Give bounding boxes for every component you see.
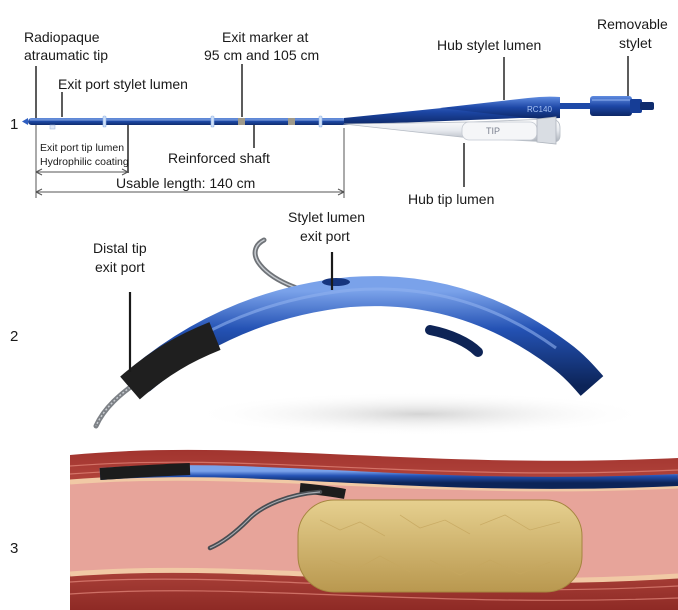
label-exit-port-stylet-lumen: Exit port stylet lumen [58,76,188,92]
panel-number-1: 1 [10,116,18,133]
white-hub-marking: TIP [486,126,500,136]
atraumatic-tip [22,118,28,125]
label-usable-length: Usable length: 140 cm [116,175,255,191]
exit-marker-105cm [288,118,295,125]
label-hub-tip-lumen: Hub tip lumen [408,191,494,207]
stylet-exit-port [322,278,350,286]
label-reinforced-shaft: Reinforced shaft [168,150,270,166]
label-distal-tip-exit-port-2: exit port [95,259,145,275]
removable-stylet [590,96,632,116]
label-exit-marker-1: Exit marker at [222,29,308,45]
label-distal-tip-exit-port-1: Distal tip [93,240,147,256]
exit-marker-95cm [238,118,245,125]
label-radiopaque-tip-2: atraumatic tip [24,47,108,63]
label-removable-stylet-2: stylet [619,35,652,51]
panel-1: 1 RC140 TIP [10,16,668,207]
plaque [298,500,582,592]
blue-hub-marking: RC140 [527,105,552,114]
panel-2: 2 Stylet lumen exit port Distal tip exit… [10,209,650,436]
dark-tip-segment [130,336,215,388]
label-stylet-lumen-exit-port-2: exit port [300,228,350,244]
panel-3: 3 [10,440,678,610]
panel-number-3: 3 [10,540,18,557]
catheter-shaft [28,118,346,125]
label-hydrophilic-coating: Hydrophilic coating [40,156,129,168]
label-stylet-lumen-exit-port-1: Stylet lumen [288,209,365,225]
label-exit-marker-2: 95 cm and 105 cm [204,47,319,63]
label-removable-stylet-1: Removable [597,16,668,32]
label-exit-port-tip-lumen: Exit port tip lumen [40,142,124,154]
label-hub-stylet-lumen: Hub stylet lumen [437,37,541,53]
catheter-dark-tip [100,469,190,474]
panel-number-2: 2 [10,328,18,345]
label-radiopaque-tip-1: Radiopaque [24,29,100,45]
